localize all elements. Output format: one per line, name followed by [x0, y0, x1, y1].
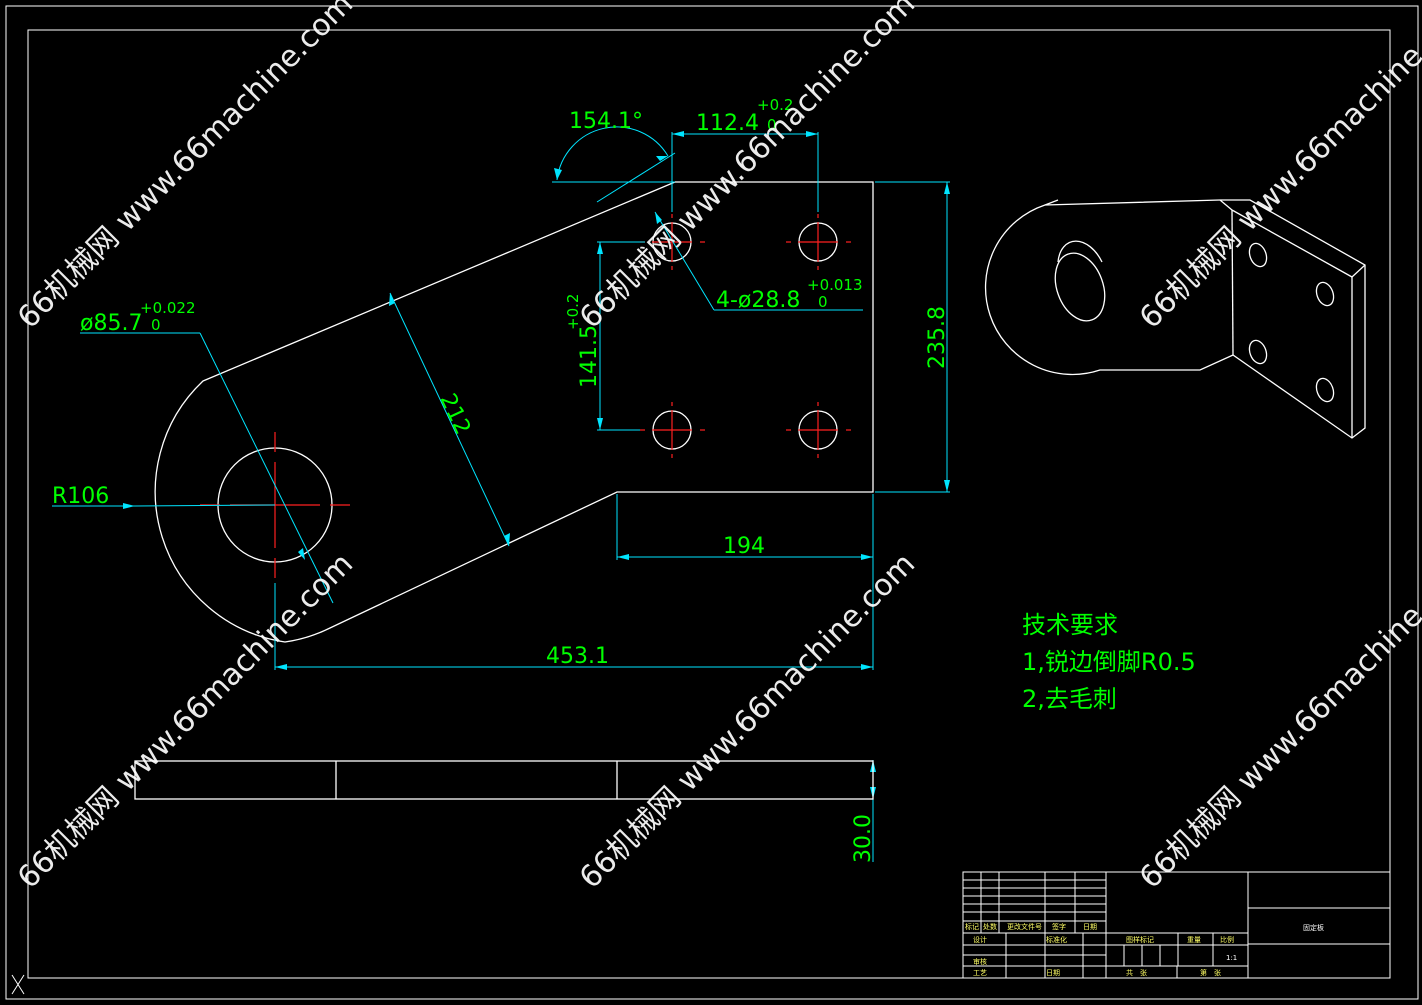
front-view-outline: [154, 181, 874, 643]
centerlines: [200, 214, 851, 578]
tech-req-item-2: 2,去毛刺: [1022, 685, 1117, 713]
hole-spacing-h-tol-lower: 0: [767, 116, 777, 134]
hole-tol-lower: 0: [818, 293, 828, 311]
tech-req-title: 技术要求: [1022, 611, 1118, 639]
iso-bore: [1054, 252, 1106, 322]
technical-requirements: 技术要求 1,锐边倒脚R0.5 2,去毛刺: [1022, 611, 1196, 713]
tb-mark: 标记: [965, 922, 979, 931]
tb-design: 设计: [973, 935, 987, 944]
tb-check: 审核: [973, 957, 987, 966]
tb-sheet: 第 张: [1200, 968, 1221, 977]
bore-tol-lower: 0: [151, 316, 161, 334]
drawing-border: [5, 5, 1419, 1000]
overall-length-text: 453.1: [546, 644, 609, 669]
hole-spacing-h-text: 112.4: [696, 111, 759, 136]
ucs-icon: [11, 974, 25, 995]
iso-hole-4: [1315, 377, 1335, 403]
tb-weight: 重量: [1187, 936, 1201, 944]
watermark-3: 66机械网 www.66machine.com: [1133, 0, 1422, 336]
tb-scale: 1:1: [1226, 954, 1237, 962]
iso-hole-3: [1248, 339, 1268, 365]
tb-stage: 图样标记: [1126, 935, 1154, 944]
tb-doc: 更改文件号: [1007, 922, 1042, 931]
dimension-lines: [52, 126, 950, 862]
bore-dim-text: ø85.7: [80, 311, 142, 336]
watermark-2: 66机械网 www.66machine.com: [573, 0, 922, 336]
hole-callout-text: 4-ø28.8: [716, 288, 800, 313]
hole-spacing-v-tol: +0.2: [564, 294, 582, 330]
thickness-dim-text: 30.0: [851, 814, 876, 863]
side-view: [134, 760, 874, 800]
height-dim-text: 235.8: [925, 306, 950, 369]
bore-tol-upper: +0.022: [140, 299, 196, 317]
tb-date2: 日期: [1046, 969, 1060, 977]
angle-dim-text: 154.1°: [569, 109, 643, 134]
title-block: 标记 处数 更改文件号 签字 日期 设计 标准化 审核 工艺 日期 图样标记 重…: [962, 871, 1391, 979]
watermark-1: 66机械网 www.66machine.com: [11, 0, 360, 336]
hole-tol-upper: +0.013: [807, 276, 863, 294]
tech-req-item-1: 1,锐边倒脚R0.5: [1022, 648, 1196, 676]
tb-count: 处数: [983, 922, 997, 931]
watermark-6: 66机械网 www.66machine.com: [1133, 546, 1422, 895]
diag-width-text: 212: [435, 390, 476, 439]
watermark-4: 66机械网 www.66machine.com: [11, 546, 360, 895]
iso-hole-2: [1315, 281, 1335, 307]
tb-process: 工艺: [973, 969, 987, 977]
iso-hole-1: [1248, 242, 1268, 268]
tb-sheets: 共 张: [1126, 968, 1147, 977]
tb-sign: 签字: [1052, 922, 1066, 931]
radius-dim-text: R106: [52, 484, 109, 509]
dimension-arrows: [123, 131, 950, 799]
tb-standard: 标准化: [1046, 935, 1067, 944]
tb-ratio: 比例: [1220, 935, 1234, 944]
tb-part-name: 固定板: [1303, 923, 1324, 932]
isometric-view: [984, 199, 1366, 439]
tb-date: 日期: [1083, 923, 1097, 931]
hole-spacing-v-text: 141.5: [577, 325, 602, 388]
dimension-texts: 154.1° 112.4 +0.2 0 4-ø28.8 +0.013 0 ø85…: [52, 96, 950, 863]
flange-width-text: 194: [723, 534, 765, 559]
hole-spacing-h-tol-upper: +0.2: [757, 96, 793, 114]
